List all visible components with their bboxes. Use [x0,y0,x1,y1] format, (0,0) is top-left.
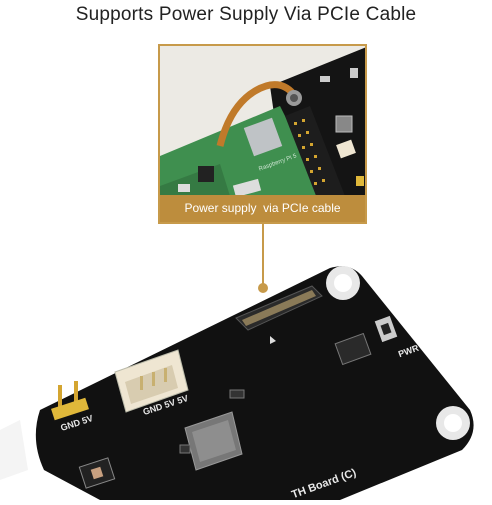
inset-closeup: Raspberry Pi 5 Power supply via PCIe cab… [158,44,367,224]
callout-dot [258,283,268,293]
callout-line [262,224,264,288]
inset-illustration [160,46,365,222]
inset-caption: Power supply via PCIe cable [160,195,365,222]
page-heading: Supports Power Supply Via PCIe Cable [75,4,417,25]
